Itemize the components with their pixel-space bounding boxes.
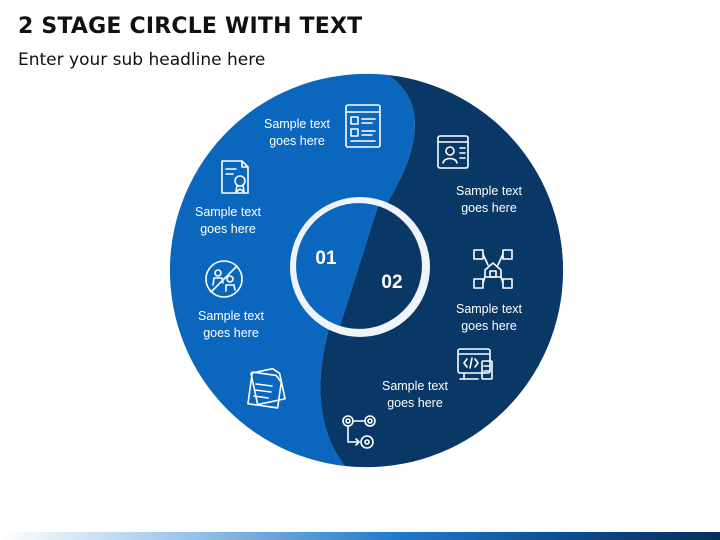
stage-2-number: 02 (381, 272, 402, 293)
profile-page-icon (437, 135, 469, 169)
right-item-3-text-line1: Sample text (382, 379, 449, 393)
center-half-1 (296, 203, 378, 326)
gears-process-icon (342, 415, 376, 449)
right-item-1-text-line2: goes here (461, 201, 517, 215)
code-server-icon (457, 348, 493, 380)
right-item-2-text-line1: Sample text (456, 302, 523, 316)
right-item-2-text-line2: goes here (461, 319, 517, 333)
right-item-3-text-line2: goes here (387, 396, 443, 410)
left-item-3-text-line1: Sample text (198, 309, 265, 323)
slide-subtitle: Enter your sub headline here (18, 50, 266, 70)
warehouse-network-icon (473, 249, 513, 289)
footer-gradient-bar (0, 532, 720, 540)
left-item-1-text-line1: Sample text (264, 117, 331, 131)
no-people-icon (205, 260, 243, 298)
stage-2-segment (320, 75, 564, 468)
left-item-3-text-line2: goes here (203, 326, 259, 340)
stage-1-number: 01 (315, 248, 337, 269)
slide-title: 2 STAGE CIRCLE WITH TEXT (18, 14, 363, 39)
documents-stack-icon (247, 367, 286, 409)
left-item-1-text-line2: goes here (269, 134, 325, 148)
left-item-2-text-line2: goes here (200, 222, 256, 236)
certificate-icon (221, 160, 249, 194)
form-document-icon (345, 104, 381, 148)
right-item-1-text-line1: Sample text (456, 184, 523, 198)
left-item-2-text-line1: Sample text (195, 205, 262, 219)
center-half-2 (340, 206, 422, 329)
